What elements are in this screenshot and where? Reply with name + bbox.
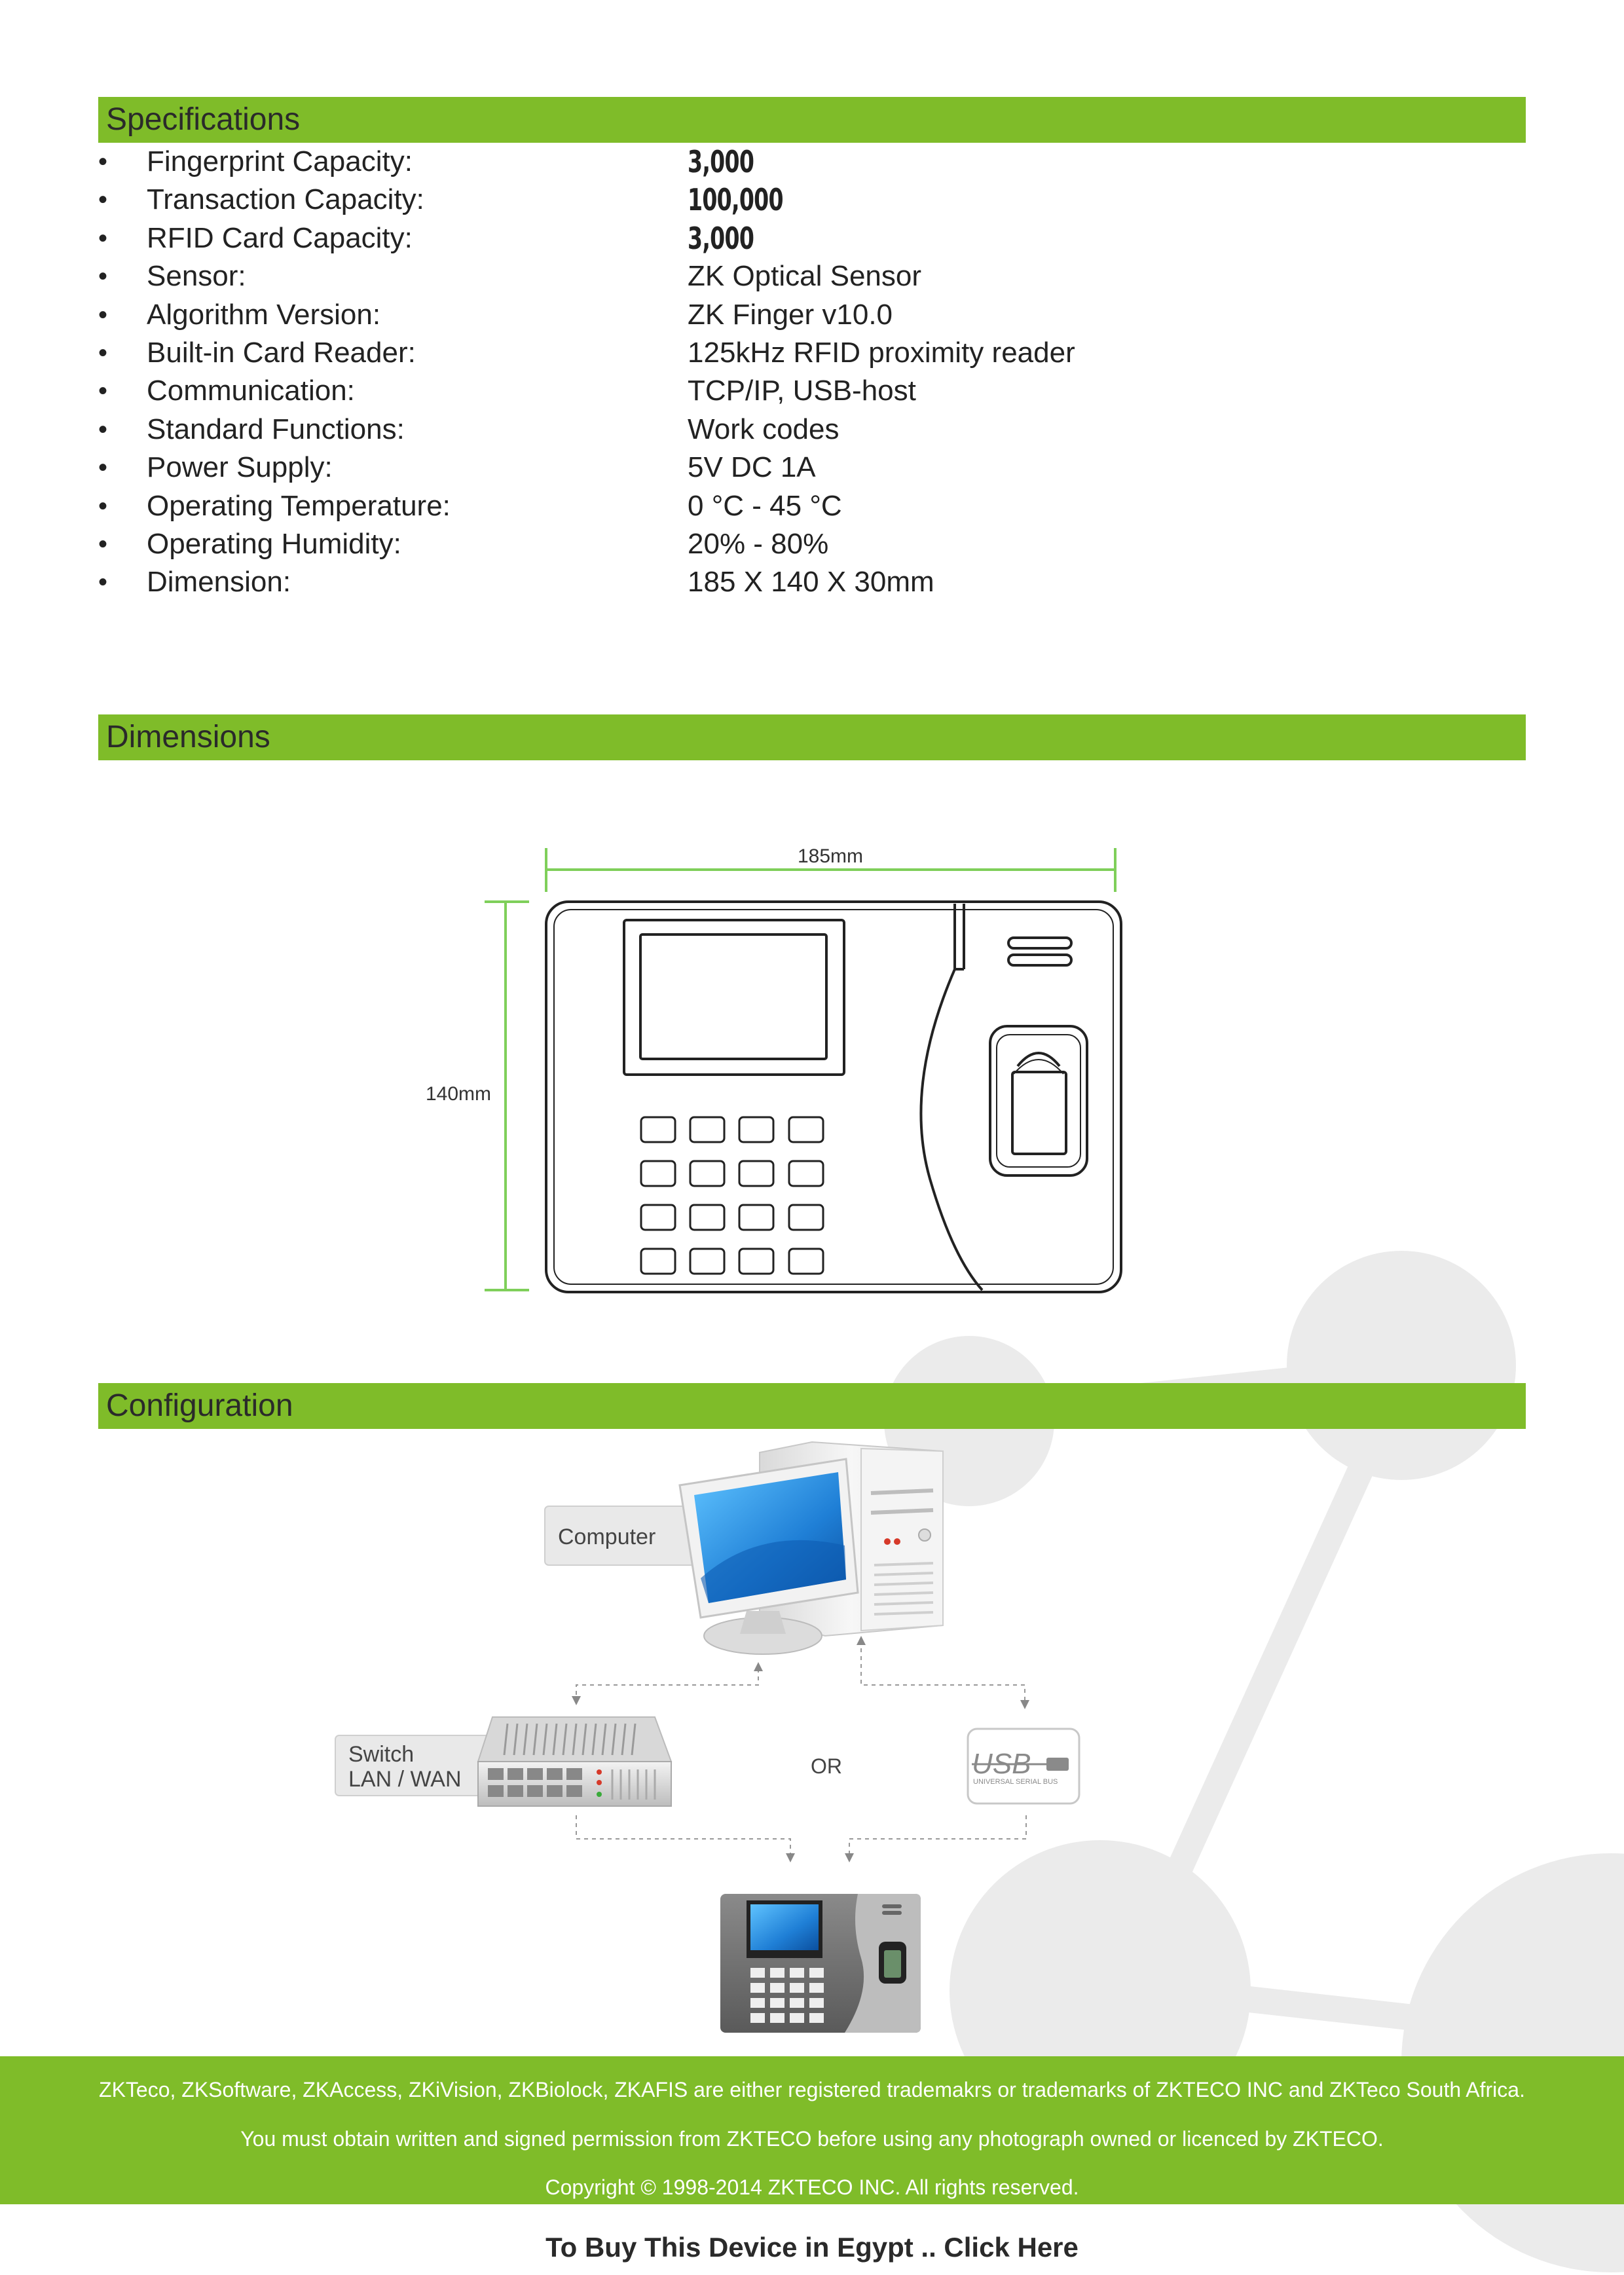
- switch-label: Switch: [348, 1742, 414, 1767]
- usb-subtitle: UNIVERSAL SERIAL BUS: [973, 1778, 1058, 1786]
- spec-row: • Dimension: 185 X 140 X 30mm: [98, 563, 1408, 601]
- bullet: •: [98, 300, 108, 329]
- switch-label-network: LAN / WAN: [348, 1767, 462, 1792]
- bullet: •: [98, 147, 108, 176]
- spec-row: • Operating Humidity: 20% - 80%: [98, 525, 1408, 563]
- spec-label: Standard Functions:: [147, 413, 405, 445]
- section-header-configuration: Configuration: [98, 1383, 1526, 1429]
- spec-label: Operating Humidity:: [147, 527, 401, 560]
- spec-value: ZK Optical Sensor: [688, 260, 922, 293]
- usb-icon: USB UNIVERSAL SERIAL BUS: [967, 1728, 1080, 1805]
- spec-label: Algorithm Version:: [147, 298, 381, 331]
- spec-value: 3,000: [688, 220, 754, 256]
- spec-label: Sensor:: [147, 260, 246, 293]
- device-outline-drawing: [545, 900, 1122, 1293]
- bullet: •: [98, 453, 108, 483]
- spec-value: 5V DC 1A: [688, 451, 816, 484]
- spec-value: 20% - 80%: [688, 527, 829, 560]
- buy-device-link[interactable]: To Buy This Device in Egypt .. Click Her…: [545, 2232, 1079, 2263]
- spec-row: • Standard Functions: Work codes: [98, 411, 1408, 449]
- spec-value: Work codes: [688, 413, 840, 445]
- monitor-icon: [678, 1458, 859, 1655]
- section-header-specifications: Specifications: [98, 97, 1526, 143]
- bullet: •: [98, 338, 108, 367]
- spec-row: • Power Supply: 5V DC 1A: [98, 449, 1408, 487]
- footer-permission-notice: You must obtain written and signed permi…: [240, 2127, 1384, 2151]
- spec-row: • Transaction Capacity: 100,000: [98, 181, 1408, 219]
- computer-label: Computer: [558, 1525, 655, 1549]
- spec-label: Power Supply:: [147, 451, 333, 484]
- spec-value: 125kHz RFID proximity reader: [688, 336, 1075, 369]
- spec-row: • Communication: TCP/IP, USB-host: [98, 372, 1408, 410]
- bullet: •: [98, 223, 108, 253]
- bullet: •: [98, 185, 108, 215]
- spec-value: ZK Finger v10.0: [688, 298, 893, 331]
- dimension-lines: [485, 848, 1116, 1291]
- bullet: •: [98, 377, 108, 406]
- attendance-terminal-icon: [720, 1894, 921, 2033]
- spec-row: • Sensor: ZK Optical Sensor: [98, 257, 1408, 295]
- spec-label: Built-in Card Reader:: [147, 336, 416, 369]
- spec-label: Transaction Capacity:: [147, 183, 424, 216]
- spec-row: • Fingerprint Capacity: 3,000: [98, 143, 1408, 181]
- spec-row: • Algorithm Version: ZK Finger v10.0: [98, 296, 1408, 334]
- spec-value: 3,000: [688, 144, 754, 179]
- arrow-icons: [572, 1636, 1029, 1862]
- footer-trademark-notice: ZKTeco, ZKSoftware, ZKAccess, ZKiVision,…: [99, 2078, 1525, 2101]
- spec-label: Operating Temperature:: [147, 489, 451, 522]
- spec-value: 0 °C - 45 °C: [688, 489, 842, 522]
- section-header-dimensions: Dimensions: [98, 714, 1526, 760]
- bullet: •: [98, 491, 108, 521]
- spec-row: • RFID Card Capacity: 3,000: [98, 219, 1408, 257]
- width-label: 185mm: [798, 845, 863, 867]
- spec-value: TCP/IP, USB-host: [688, 375, 916, 407]
- footer: ZKTeco, ZKSoftware, ZKAccess, ZKiVision,…: [0, 2056, 1624, 2204]
- footer-copyright: Copyright © 1998-2014 ZKTECO INC. All ri…: [545, 2175, 1079, 2199]
- spec-label: Fingerprint Capacity:: [147, 145, 413, 177]
- bullet: •: [98, 262, 108, 291]
- spec-value: 185 X 140 X 30mm: [688, 566, 934, 599]
- spec-value: 100,000: [688, 182, 784, 218]
- keypad-drawing: [640, 1116, 824, 1275]
- spec-row: • Operating Temperature: 0 °C - 45 °C: [98, 487, 1408, 525]
- spec-label: Communication:: [147, 375, 355, 407]
- bullet: •: [98, 415, 108, 444]
- or-label: OR: [811, 1754, 842, 1778]
- bullet: •: [98, 568, 108, 597]
- bullet: •: [98, 529, 108, 559]
- spec-label: RFID Card Capacity:: [147, 221, 413, 254]
- spec-row: • Built-in Card Reader: 125kHz RFID proxim…: [98, 334, 1408, 372]
- specifications-list: • Fingerprint Capacity: 3,000 • Transaction…: [98, 143, 1408, 602]
- height-label: 140mm: [426, 1083, 491, 1105]
- connector-lines: [576, 1640, 1027, 1857]
- spec-label: Dimension:: [147, 566, 291, 599]
- network-switch-icon: [477, 1716, 673, 1807]
